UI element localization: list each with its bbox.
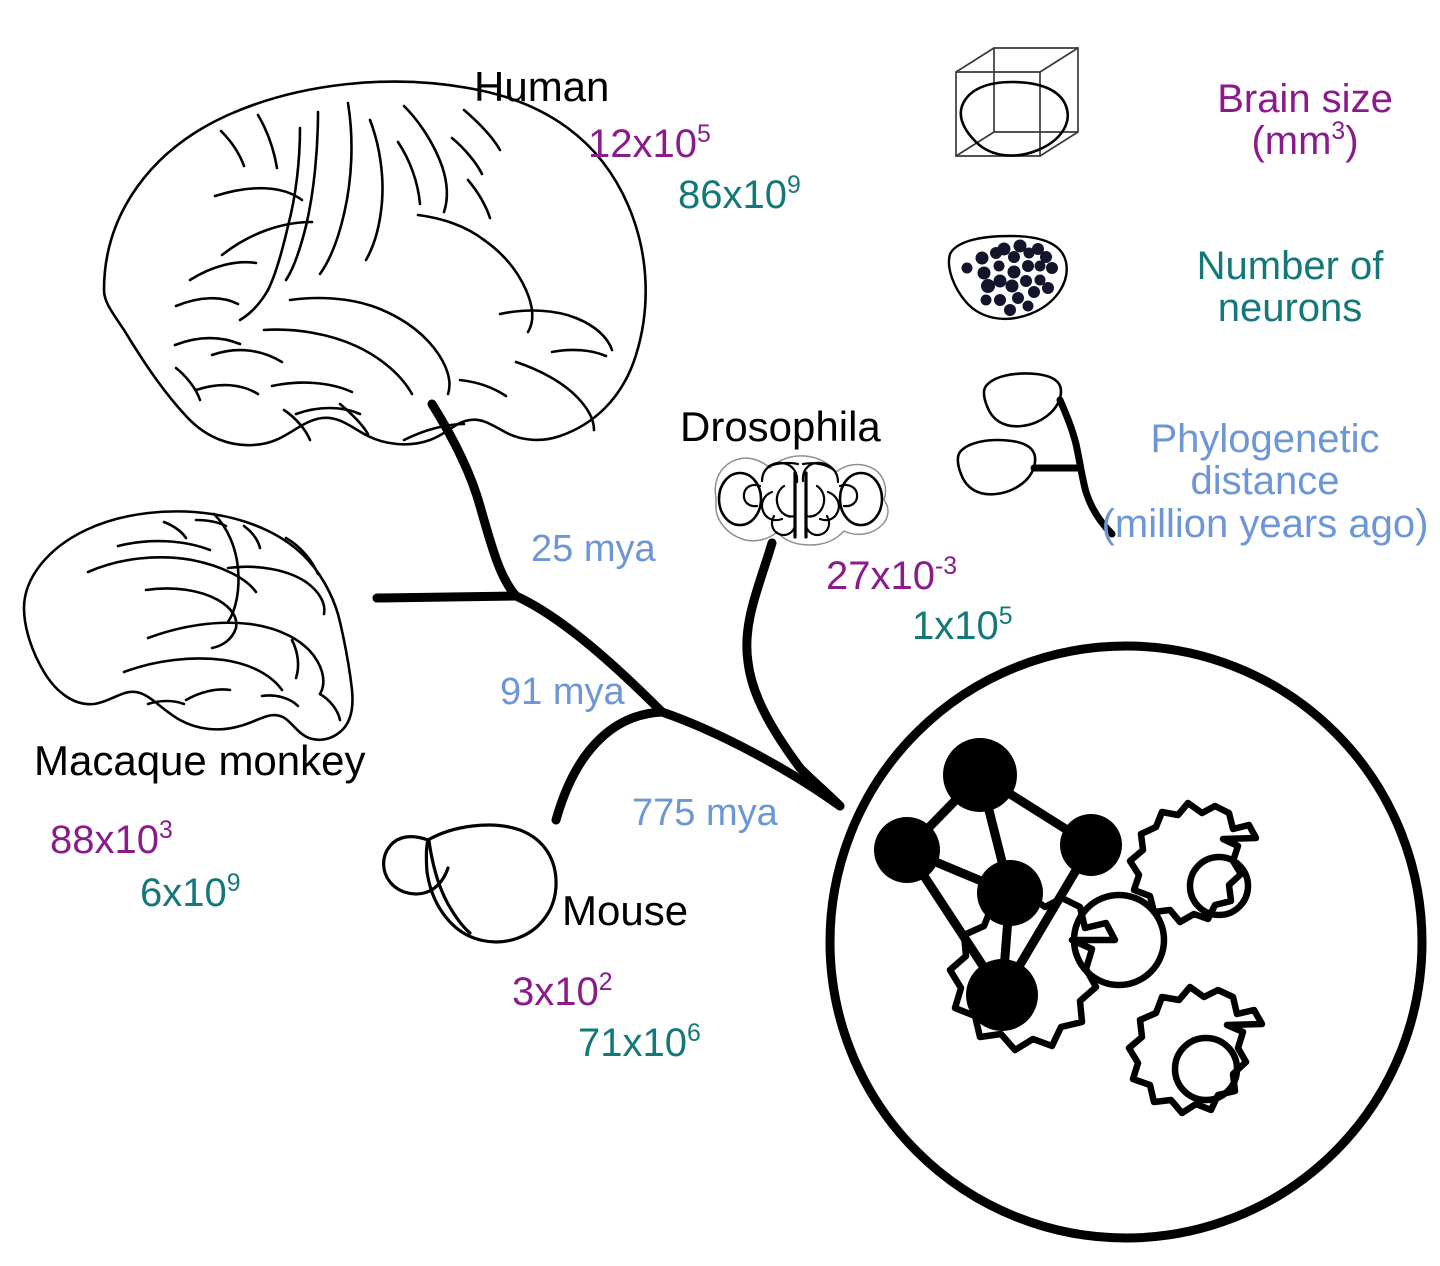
- branch-root: [795, 763, 845, 811]
- neuron-count-human: 86x109: [678, 171, 801, 217]
- gears-icon: [946, 799, 1266, 1117]
- mouse-brain-icon: [382, 823, 558, 944]
- branch-label-primate-rodent-split: 91 mya: [500, 671, 625, 713]
- network-graph-icon: [874, 738, 1122, 1031]
- legend-phylogenetic-label: Phylogenetic distance (million years ago…: [1101, 417, 1429, 546]
- cube-brain-volume-icon: [955, 47, 1079, 157]
- brain-size-human: 12x105: [588, 120, 711, 166]
- branch-human: [427, 399, 521, 601]
- branch-drosophila: [742, 538, 805, 773]
- species-label-mouse: Mouse: [562, 887, 689, 934]
- branch-mouse: [551, 707, 667, 825]
- branch-primate-stem: [511, 591, 667, 717]
- legend-brain-size-label: Brain size (mm3): [1217, 77, 1393, 164]
- drosophila-brain-icon: [714, 455, 889, 546]
- brain-size-macaque: 88x103: [50, 816, 173, 862]
- neuron-count-drosophila: 1x105: [912, 602, 1013, 648]
- branch-label-human-macaque-split: 25 mya: [531, 528, 656, 570]
- human-brain-lateral-icon: [102, 80, 647, 447]
- legend-neurons-label: Number of neurons: [1196, 244, 1384, 331]
- brain-network-circle: [825, 641, 1427, 1243]
- branch-macaque: [372, 591, 521, 603]
- neuron-count-macaque: 6x109: [140, 869, 241, 915]
- species-label-macaque: Macaque monkey: [34, 737, 366, 784]
- neuron-count-mouse: 71x106: [578, 1019, 701, 1065]
- species-label-drosophila: Drosophila: [680, 403, 881, 450]
- brain-size-mouse: 3x102: [512, 968, 613, 1014]
- phylogenetic-branch-icon: [956, 372, 1116, 538]
- brain-size-drosophila: 27x10-3: [826, 552, 958, 598]
- macaque-brain-lateral-icon: [22, 510, 354, 742]
- branch-label-vertebrate-insect-split: 775 mya: [632, 792, 778, 834]
- neuron-dot-group: [961, 239, 1058, 316]
- species-label-human: Human: [474, 63, 610, 110]
- phylogenetic-tree: [372, 399, 845, 825]
- neuron-dots-icon: [947, 234, 1068, 321]
